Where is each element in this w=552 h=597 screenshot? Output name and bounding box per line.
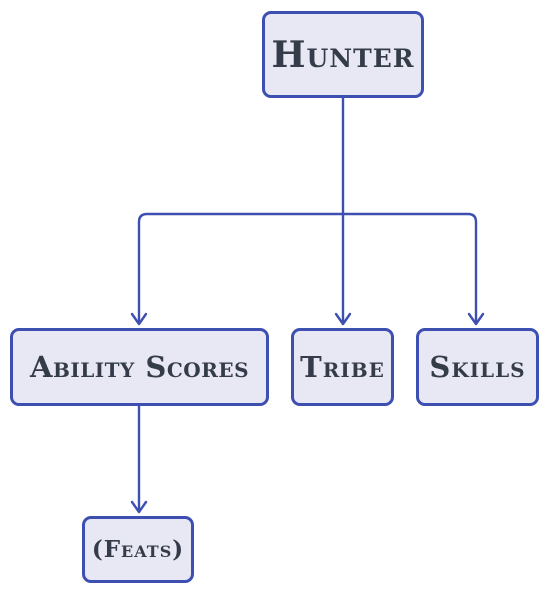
arrowhead-ability (130, 312, 148, 326)
node-feats-label: (Feats) (91, 536, 185, 563)
node-tribe: Tribe (291, 328, 394, 406)
node-skills: Skills (416, 328, 539, 406)
arrowhead-skills (467, 312, 485, 326)
arrowhead-feats (130, 500, 148, 514)
node-ability-scores-label: Ability Scores (29, 350, 250, 384)
node-hunter-label: Hunter (271, 33, 415, 76)
node-hunter: Hunter (262, 11, 424, 98)
node-tribe-label: Tribe (300, 350, 385, 384)
connector-bus-right (343, 212, 478, 322)
node-skills-label: Skills (429, 350, 526, 384)
node-ability-scores: Ability Scores (10, 328, 269, 406)
node-feats: (Feats) (82, 516, 194, 583)
arrowhead-tribe (334, 312, 352, 326)
connector-bus-left (137, 212, 343, 322)
